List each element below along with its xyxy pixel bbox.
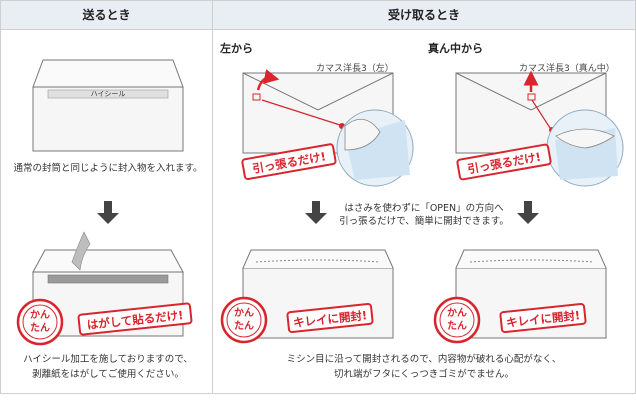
send-bottom-note-1: ハイシール加工を施しておりますので、 bbox=[23, 353, 193, 365]
down-arrow-right-icon bbox=[517, 201, 539, 224]
send-top-note: 通常の封筒と同じように封入物を入れます。 bbox=[13, 162, 202, 174]
kantan-text-2: たん bbox=[30, 322, 50, 334]
kantan-center-1: かん bbox=[447, 307, 467, 319]
left-product-name: カマス洋長3（左） bbox=[316, 64, 394, 74]
kantan-text-1: かん bbox=[30, 309, 50, 321]
left-section-title: 左から bbox=[220, 42, 253, 55]
receive-middle-note-2: 引っ張るだけで、簡単に開封できます。 bbox=[339, 215, 509, 227]
header-send: 送るとき bbox=[1, 1, 213, 30]
kantan-left-1: かん bbox=[234, 307, 254, 319]
center-product-name: カマス洋長3（真ん中） bbox=[519, 64, 615, 74]
receive-bottom-note-1: ミシン目に沿って開封されるので、内容物が破れる心配がなく、 bbox=[287, 353, 562, 365]
down-arrow-icon bbox=[97, 201, 119, 224]
kantan-left-2: たん bbox=[234, 320, 254, 332]
clean-banner-left: キレイに開封! bbox=[286, 302, 374, 334]
receive-bottom-note-2: 切れ端がフタにくっつきゴミがでません。 bbox=[334, 368, 514, 380]
column-divider bbox=[212, 29, 213, 393]
header-receive: 受け取るとき bbox=[213, 1, 635, 30]
receive-center-zoom bbox=[546, 109, 624, 187]
seal-label: ハイシール bbox=[91, 90, 126, 98]
receive-middle-note-1: はさみを使わずに「OPEN」の方向へ bbox=[344, 202, 504, 214]
kantan-stamp-left bbox=[220, 296, 268, 344]
kantan-stamp-center bbox=[433, 296, 481, 344]
send-bottom-note-2: 剥離紙をはがしてご使用ください。 bbox=[32, 368, 184, 380]
kantan-stamp-send bbox=[16, 298, 64, 346]
clean-banner-center: キレイに開封! bbox=[499, 302, 587, 334]
down-arrow-left-icon bbox=[305, 201, 327, 224]
receive-left-zoom bbox=[336, 109, 414, 187]
center-section-title: 真ん中から bbox=[428, 42, 483, 55]
send-envelope-top bbox=[32, 59, 184, 152]
kantan-center-2: たん bbox=[447, 320, 467, 332]
